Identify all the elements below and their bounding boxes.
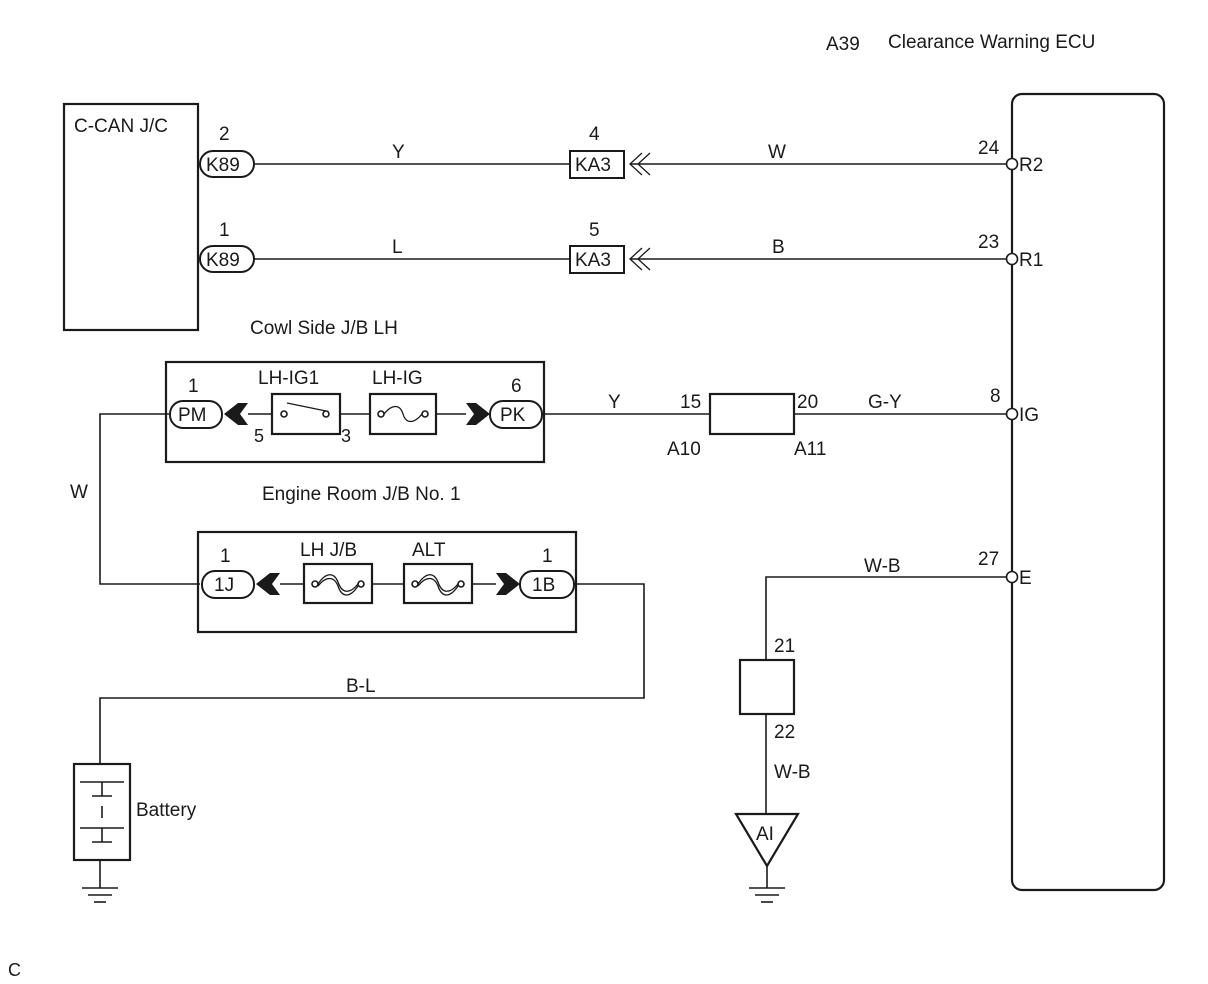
connector-arrow-icon: [496, 573, 520, 595]
junction-pin-left: 15: [680, 392, 701, 413]
relay-pin-right: 3: [341, 426, 351, 446]
wire-w-b-bottom-label: W-B: [774, 762, 811, 783]
junction-pin-22: 22: [774, 722, 795, 743]
wire-y-ig-label: Y: [608, 392, 621, 413]
cowl-left-pin: 1: [188, 376, 199, 397]
connector-1b-label: 1B: [532, 575, 555, 596]
switch-icon: [286, 402, 327, 412]
engine-jb-box: [196, 530, 578, 634]
wire-w-vertical: [99, 413, 200, 585]
relay-label: LH-IG1: [258, 368, 319, 389]
fuse1-label: LH J/B: [300, 540, 357, 561]
relay-contact-right: [322, 410, 330, 418]
relay-pin-top: 4: [589, 124, 600, 145]
connector-pm-label: PM: [178, 405, 207, 426]
ecu-box: [1010, 92, 1166, 892]
wire-w-vertical-label: W: [70, 482, 88, 503]
connector-1j-label: 1J: [214, 575, 234, 596]
junction-connector-ground: [738, 658, 796, 716]
wire-y-top-label: Y: [392, 142, 405, 163]
fusible-contact: [311, 580, 319, 588]
ecu-pin-8: 8: [990, 386, 1001, 407]
ground-point-label: AI: [756, 824, 774, 845]
ecu-code: A39: [826, 34, 860, 55]
fusible-contact: [457, 580, 465, 588]
ecu-terminal-e: [1005, 570, 1019, 584]
fusible-contact: [357, 580, 365, 588]
can-jc-box: [62, 102, 200, 332]
wire-b-label: B: [772, 237, 785, 258]
fuse-contact-right: [421, 410, 429, 418]
relay-pin-bottom: 5: [589, 220, 600, 241]
engine-left-pin: 1: [220, 546, 231, 567]
ecu-pin-23: 23: [978, 232, 999, 253]
relay-contact-left: [280, 410, 288, 418]
connector-arrow-icon: [224, 403, 248, 425]
connector-k89-top-label: K89: [206, 155, 240, 176]
wire-w-b-top: [765, 576, 1006, 660]
wire-g-y-label: G-Y: [868, 392, 902, 413]
junction-pin-right: 20: [797, 392, 818, 413]
connector-arrow-icon: [466, 403, 490, 425]
junction-pin-21: 21: [774, 636, 795, 657]
engine-right-pin: 1: [542, 546, 553, 567]
fuse-label: LH-IG: [372, 368, 423, 389]
wire-l-label: L: [392, 237, 403, 258]
ecu-term-ig: IG: [1019, 405, 1039, 426]
junction-label-left: A10: [667, 439, 701, 460]
fuse-contact-left: [377, 410, 385, 418]
ecu-terminal-r1: [1005, 252, 1019, 266]
can-jc-pin-top: 2: [219, 124, 230, 145]
connector-ka3-top-label: KA3: [575, 155, 611, 176]
ecu-terminal-ig: [1005, 407, 1019, 421]
battery-icon: [72, 762, 132, 862]
footer-code: C: [8, 960, 21, 980]
ecu-pin-24: 24: [978, 138, 1000, 159]
cowl-jb-box: [164, 360, 546, 464]
connector-ka3-top: [569, 150, 625, 179]
ecu-term-e: E: [1019, 568, 1032, 589]
wire-w-b-top-label: W-B: [864, 556, 901, 577]
fusible-link-icon: [417, 574, 459, 596]
connector-k89-bottom-label: K89: [206, 250, 240, 271]
connector-arrow-icon: [256, 573, 280, 595]
wire-w-top-label: W: [768, 142, 786, 163]
ecu-pin-27: 27: [978, 549, 999, 570]
connector-pk-label: PK: [500, 405, 526, 426]
cowl-right-pin: 6: [511, 376, 522, 397]
ecu-name: Clearance Warning ECU: [888, 32, 1095, 53]
ecu-term-r1: R1: [1019, 250, 1043, 271]
junction-connector-ig: [708, 392, 796, 436]
battery-label: Battery: [136, 800, 197, 821]
connector-ka3-bottom-label: KA3: [575, 250, 611, 271]
fusible-contact: [411, 580, 419, 588]
wire-b-l-label: B-L: [346, 676, 376, 697]
can-jc-label: C-CAN J/C: [74, 116, 168, 137]
relay-pin-left: 5: [254, 426, 264, 446]
wire-b-l: [99, 583, 645, 764]
junction-label-right: A11: [794, 439, 826, 460]
fusible-link-icon: [317, 574, 359, 596]
can-jc-pin-bottom: 1: [219, 220, 230, 241]
ground-point-icon: [734, 812, 800, 869]
fuse-icon: [383, 405, 423, 423]
fuse2-label: ALT: [412, 540, 446, 561]
ecu-term-r2: R2: [1019, 155, 1043, 176]
connector-1j: [201, 570, 255, 599]
connector-ka3-bottom: [569, 245, 625, 274]
engine-jb-title: Engine Room J/B No. 1: [262, 484, 461, 505]
cowl-jb-title: Cowl Side J/B LH: [250, 318, 398, 339]
ecu-terminal-r2: [1005, 157, 1019, 171]
